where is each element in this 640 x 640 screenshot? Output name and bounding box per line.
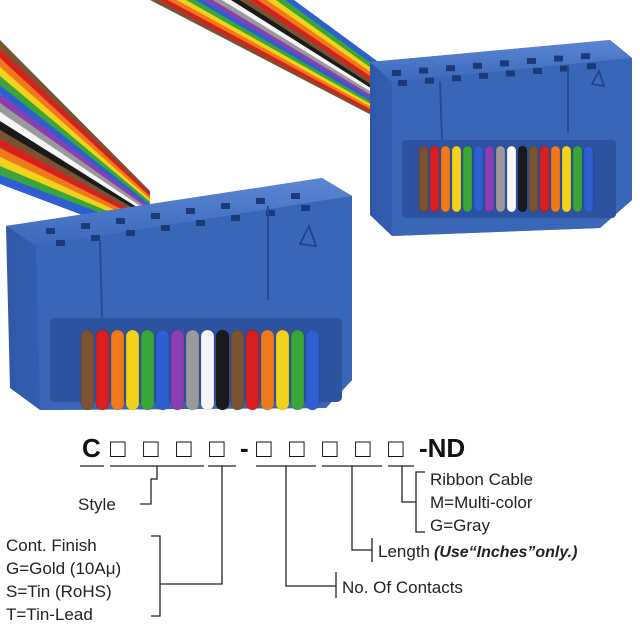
contact-hole bbox=[527, 58, 536, 64]
contact-hole bbox=[392, 70, 401, 76]
contact-hole bbox=[533, 68, 542, 74]
wire-end bbox=[305, 329, 320, 411]
contact-holes-right bbox=[392, 53, 596, 86]
connector-left bbox=[6, 178, 352, 411]
wire-end bbox=[429, 145, 440, 213]
contact-hole bbox=[186, 208, 195, 214]
wire-end bbox=[95, 329, 110, 411]
finish-tinlead: T=Tin-Lead bbox=[6, 605, 93, 624]
contact-hole bbox=[587, 63, 596, 70]
pin1-triangle-icon bbox=[298, 223, 318, 247]
wire-end bbox=[418, 145, 429, 213]
style-label: Style bbox=[78, 495, 116, 514]
contact-hole bbox=[473, 62, 482, 69]
wire-end bbox=[473, 145, 484, 213]
wire-end bbox=[215, 329, 230, 411]
contact-hole bbox=[56, 240, 65, 246]
contact-hole bbox=[126, 230, 135, 236]
wire-end bbox=[275, 329, 290, 411]
wire-ends-right bbox=[418, 145, 594, 213]
wire-end bbox=[451, 145, 462, 213]
contact-hole bbox=[554, 55, 563, 62]
wire-end bbox=[484, 145, 495, 213]
contact-hole bbox=[91, 235, 100, 241]
contact-hole bbox=[151, 213, 160, 219]
length-label: Length bbox=[378, 542, 430, 561]
contact-hole bbox=[479, 72, 488, 79]
part-number-box: □ bbox=[256, 433, 272, 463]
wire-end bbox=[185, 329, 200, 411]
part-number-box: □ bbox=[176, 433, 192, 463]
wire-end bbox=[517, 145, 528, 213]
wire-end bbox=[583, 145, 594, 213]
callout-labels: Style Cont. Finish G=Gold (10Aμ) S=Tin (… bbox=[6, 470, 577, 624]
wire-end bbox=[462, 145, 473, 213]
contact-hole bbox=[116, 218, 125, 224]
wire-end bbox=[140, 329, 155, 411]
part-number-box: □ bbox=[355, 433, 371, 463]
contact-hole bbox=[301, 205, 310, 211]
wire-end bbox=[290, 329, 305, 411]
connector-right bbox=[370, 40, 632, 236]
wire-end bbox=[80, 329, 95, 411]
wire-end bbox=[200, 329, 215, 411]
wire-end bbox=[125, 329, 140, 411]
part-number-box: □ bbox=[143, 433, 159, 463]
part-number-separator: - bbox=[240, 433, 249, 463]
wire-end bbox=[440, 145, 451, 213]
part-number-prefix: C bbox=[82, 433, 101, 463]
wire-end bbox=[230, 329, 245, 411]
contacts-label: No. Of Contacts bbox=[342, 578, 463, 597]
finish-gold: G=Gold (10Aμ) bbox=[6, 559, 121, 578]
contact-hole bbox=[196, 220, 205, 226]
wire-end bbox=[550, 145, 561, 213]
contact-holes-left bbox=[46, 193, 310, 246]
part-number-suffix: -ND bbox=[419, 433, 465, 463]
contact-hole bbox=[446, 65, 455, 72]
pin1-triangle-icon bbox=[590, 69, 606, 87]
part-number-box: □ bbox=[289, 433, 305, 463]
contact-hole bbox=[398, 80, 407, 86]
wire-ends-left bbox=[80, 329, 320, 411]
contact-hole bbox=[256, 198, 265, 204]
wire-end bbox=[561, 145, 572, 213]
contact-hole bbox=[419, 67, 428, 74]
finish-tin: S=Tin (RoHS) bbox=[6, 582, 112, 601]
finish-title: Cont. Finish bbox=[6, 536, 97, 555]
wire-end bbox=[528, 145, 539, 213]
part-number-box: □ bbox=[322, 433, 338, 463]
contact-hole bbox=[221, 203, 230, 209]
ribbon-gray: G=Gray bbox=[430, 516, 490, 535]
part-number-box: □ bbox=[388, 433, 404, 463]
contact-hole bbox=[452, 75, 461, 82]
ribbon-multicolor: M=Multi-color bbox=[430, 493, 533, 512]
wire-end bbox=[572, 145, 583, 213]
part-number: C □ □ □ □ - □ □ □ □ □ -ND bbox=[82, 433, 465, 463]
ribbon-title: Ribbon Cable bbox=[430, 470, 533, 489]
wire-end bbox=[539, 145, 550, 213]
contact-hole bbox=[506, 70, 515, 77]
contact-hole bbox=[46, 228, 55, 234]
contact-hole bbox=[560, 65, 569, 72]
contact-hole bbox=[500, 60, 509, 67]
wire-end bbox=[495, 145, 506, 213]
wire-end bbox=[110, 329, 125, 411]
contact-hole bbox=[291, 193, 300, 199]
contact-hole bbox=[81, 223, 90, 229]
wire-end bbox=[260, 329, 275, 411]
wire-end bbox=[170, 329, 185, 411]
contact-hole bbox=[581, 53, 590, 60]
contact-hole bbox=[266, 210, 275, 216]
wire-end bbox=[506, 145, 517, 213]
contact-hole bbox=[161, 225, 170, 231]
contact-hole bbox=[231, 215, 240, 221]
part-number-box: □ bbox=[209, 433, 225, 463]
wire-end bbox=[245, 329, 260, 411]
part-number-box: □ bbox=[110, 433, 126, 463]
contact-hole bbox=[425, 77, 434, 84]
length-note: (Use“Inches”only.) bbox=[434, 544, 577, 561]
leader-lines bbox=[140, 466, 425, 617]
wire-end bbox=[155, 329, 170, 411]
